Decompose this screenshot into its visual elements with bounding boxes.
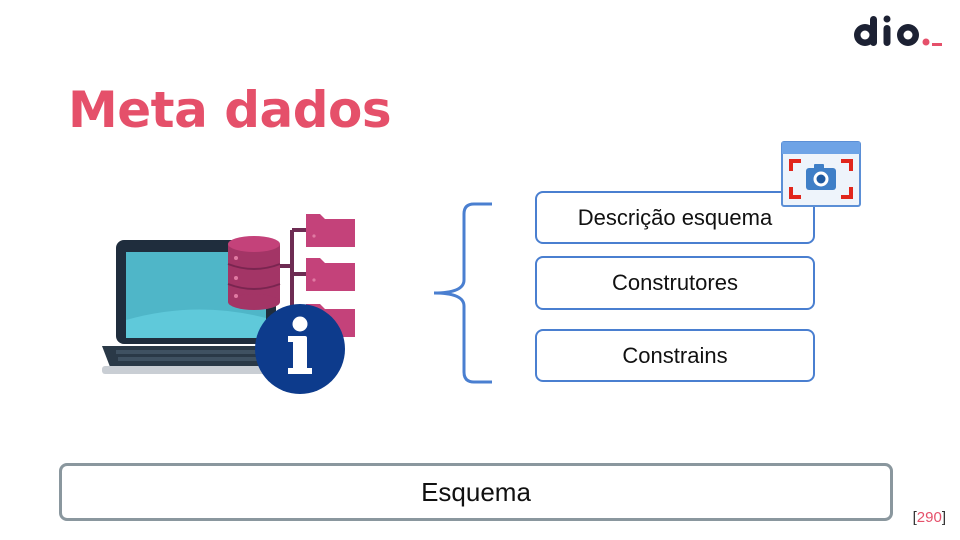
esquema-label: Esquema xyxy=(421,476,531,507)
item-descricao-esquema: Descrição esquema xyxy=(535,191,815,244)
page-bracket-close: ] xyxy=(941,509,946,526)
curly-brace-icon xyxy=(433,202,492,384)
dio-logo-icon xyxy=(854,15,942,46)
laptop-database-info-icon xyxy=(102,214,355,394)
screenshot-capture-icon[interactable] xyxy=(781,141,861,207)
item-label: Constrains xyxy=(622,342,728,368)
page-number-value: 290 xyxy=(916,509,942,526)
slide-title: Meta dados xyxy=(68,81,392,139)
item-label: Descrição esquema xyxy=(577,204,773,230)
item-constrains: Constrains xyxy=(535,329,815,382)
page-number: [290] xyxy=(913,509,946,526)
item-construtores: Construtores xyxy=(535,256,815,310)
esquema-box: Esquema xyxy=(59,463,893,521)
page-bracket-open: [ xyxy=(912,509,917,526)
item-label: Construtores xyxy=(612,270,738,295)
